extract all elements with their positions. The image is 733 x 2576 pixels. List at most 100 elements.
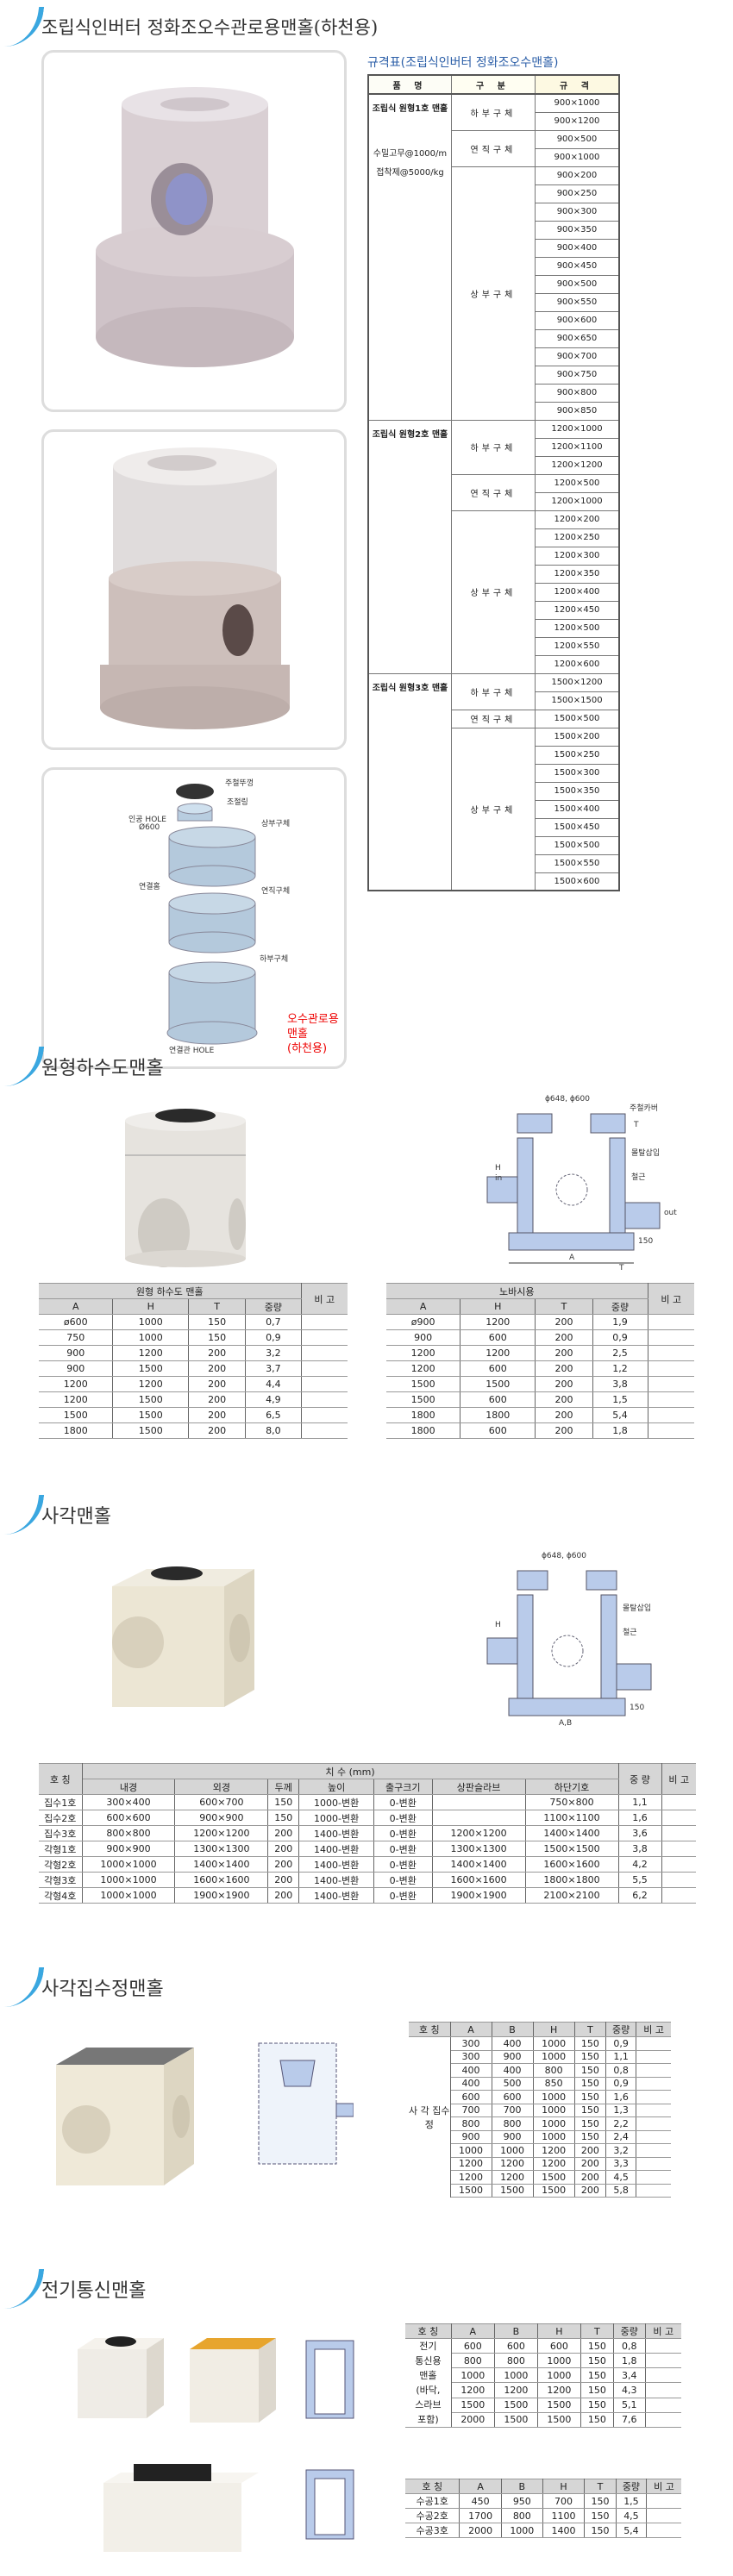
table-cell: 1500 xyxy=(460,1376,536,1392)
table-cell: 950 xyxy=(500,2493,543,2509)
telecom-section-diagram xyxy=(305,2340,354,2540)
size-cell: 1500×600 xyxy=(534,872,620,891)
size-cell: 1500×400 xyxy=(534,799,620,819)
table-cell: 1500 xyxy=(532,2170,575,2185)
table-cell: 1500 xyxy=(493,2397,538,2413)
column-header: 비 고 xyxy=(636,2022,671,2037)
table-cell: 1000 xyxy=(532,2049,575,2064)
table-cell xyxy=(647,1314,694,1330)
col-h: H xyxy=(112,1298,189,1315)
table-cell: 150 xyxy=(573,2076,607,2091)
table-cell: 200 xyxy=(535,1360,593,1377)
table-cell: 900 xyxy=(39,1360,114,1377)
table-cell: 600×700 xyxy=(174,1794,269,1810)
table-cell: 1800×1800 xyxy=(524,1872,619,1888)
col-name: 호 칭 xyxy=(39,1763,83,1795)
swoosh-icon xyxy=(7,1967,36,2007)
label-hole-diameter: Ø600 xyxy=(139,823,160,832)
table-cell: 700 xyxy=(491,2103,534,2117)
table-cell: 400 xyxy=(450,2076,492,2091)
label-ab: A,B xyxy=(559,1719,573,1728)
column-header: 중량 xyxy=(615,2479,648,2494)
caption-line-1: 오수관로용 맨홀 xyxy=(287,1013,339,1041)
table-cell: 200 xyxy=(187,1422,247,1439)
label-in: in xyxy=(495,1174,503,1183)
size-cell: 1200×250 xyxy=(534,528,620,547)
size-cell: 1200×550 xyxy=(534,636,620,656)
table-cell: 0,7 xyxy=(245,1314,302,1330)
table-cell: 0,9 xyxy=(605,2036,637,2051)
table-cell: 2,2 xyxy=(605,2116,637,2131)
label-lower-body: 하부구체 xyxy=(260,955,289,964)
table-cell: 수공2호 xyxy=(405,2508,460,2523)
table-cell: 700 xyxy=(542,2493,586,2509)
column-header: T xyxy=(580,2323,614,2339)
table-cell: 1,6 xyxy=(605,2090,637,2104)
table-cell: 1100×1100 xyxy=(524,1810,619,1826)
table-cell: 0-변환 xyxy=(373,1794,433,1810)
table-cell: 1000×1000 xyxy=(81,1887,176,1904)
nova-table-title: 노바시용 xyxy=(386,1283,648,1299)
spec-row: 900×400 xyxy=(368,238,620,258)
size-cell: 1500×200 xyxy=(534,727,620,747)
table-cell xyxy=(646,2493,681,2509)
table-cell xyxy=(636,2116,671,2131)
table-cell: 1000-변환 xyxy=(298,1810,374,1826)
column-header: A xyxy=(459,2479,502,2494)
table-cell: 1200 xyxy=(536,2382,581,2398)
table-cell: 150 xyxy=(580,2411,614,2429)
table-cell xyxy=(431,1794,526,1810)
table-cell xyxy=(647,1407,694,1423)
label-h: H xyxy=(495,1164,501,1172)
table-cell: 1500 xyxy=(450,2183,492,2198)
table-cell: 1,1 xyxy=(617,1794,662,1810)
size-cell: 1200×200 xyxy=(534,510,620,529)
table-cell: 1800 xyxy=(39,1422,114,1439)
group-label-line: 포함) xyxy=(417,2414,439,2425)
table-cell: 1200 xyxy=(493,2382,538,2398)
table-cell: 8,0 xyxy=(245,1422,302,1439)
column-header: 비 고 xyxy=(644,2323,681,2339)
round-table-title: 원형 하수도 맨홀 xyxy=(39,1283,302,1299)
table-cell: 1400×1400 xyxy=(174,1856,269,1873)
label-a: A xyxy=(569,1254,575,1262)
telecom-manhole-photo-2 xyxy=(190,2338,276,2423)
size-cell: 1200×300 xyxy=(534,546,620,566)
swoosh-icon xyxy=(7,1495,36,1535)
table-cell: 5,4 xyxy=(615,2523,648,2538)
label-rebar: 철근 xyxy=(631,1173,646,1182)
table-cell: 1000 xyxy=(532,2090,575,2104)
table-cell: 150 xyxy=(584,2523,617,2538)
table-cell: 600 xyxy=(460,1391,536,1408)
table-cell: 1200 xyxy=(386,1345,461,1361)
table-cell: 150 xyxy=(267,1810,300,1826)
table-cell: 1000 xyxy=(536,2353,581,2369)
table-cell: 1,8 xyxy=(592,1422,648,1439)
table-cell xyxy=(636,2036,671,2051)
table-cell: 2,4 xyxy=(605,2129,637,2144)
square-sump-photo xyxy=(56,2048,194,2185)
exploded-manhole-diagram xyxy=(166,784,258,1045)
size-cell: 900×1000 xyxy=(534,147,620,167)
section-title-text: 조립식인버터 정화조오수관로용맨홀(하천용) xyxy=(41,17,379,38)
table-cell: 600 xyxy=(491,2090,534,2104)
table-cell: 3,4 xyxy=(612,2367,646,2384)
table-cell: 1200 xyxy=(460,1345,536,1361)
table-cell xyxy=(636,2170,671,2185)
size-cell: 900×300 xyxy=(534,202,620,222)
diagram-caption: 오수관로용 맨홀 (하천용) xyxy=(287,1013,344,1057)
table-cell: 1000 xyxy=(532,2129,575,2144)
table-cell: 3,6 xyxy=(617,1825,662,1841)
table-cell: 400 xyxy=(491,2036,534,2051)
table-cell: 1,9 xyxy=(592,1314,648,1330)
